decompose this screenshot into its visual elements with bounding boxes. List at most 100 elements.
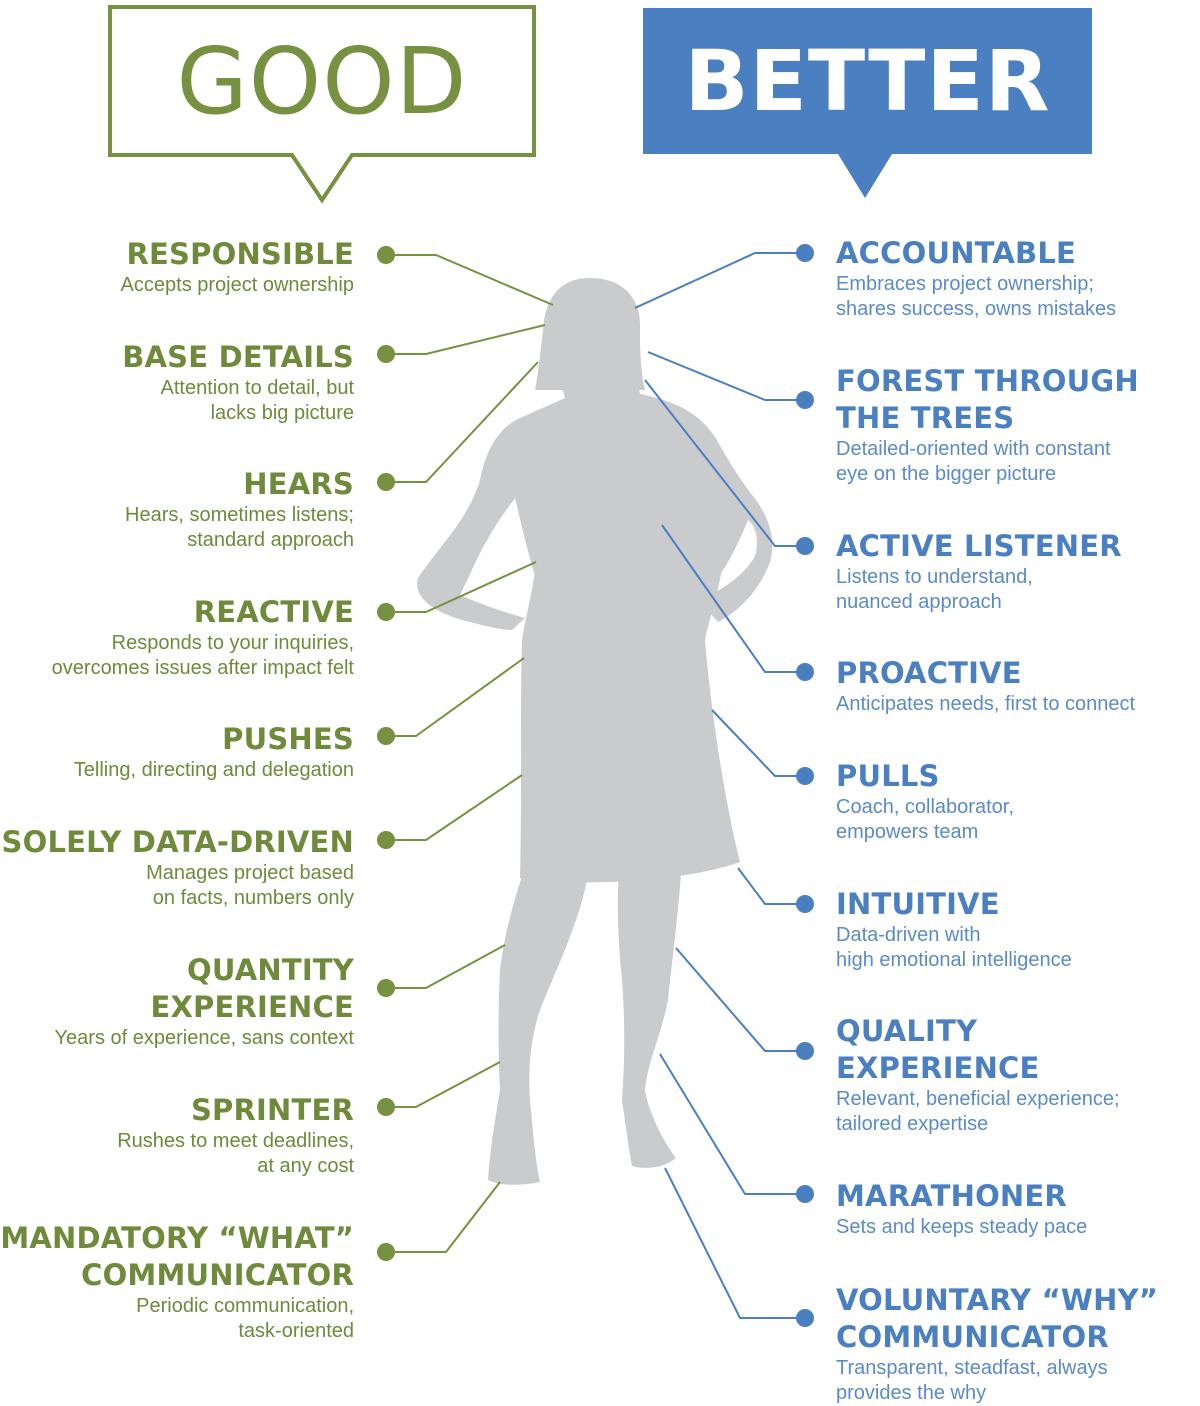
better-item-intuitive: INTUITIVE Data-driven with high emotiona… <box>836 886 1072 973</box>
better-item-proactive: PROACTIVE Anticipates needs, first to co… <box>836 655 1135 717</box>
good-item-desc: Hears, sometimes listens; <box>125 504 354 526</box>
better-item-title: PROACTIVE <box>836 656 1022 690</box>
better-item-voluntary-why-communicator: VOLUNTARY “WHY” COMMUNICATOR Transparent… <box>836 1282 1158 1406</box>
good-item-title: SPRINTER <box>190 1093 354 1127</box>
good-item-title: RESPONSIBLE <box>126 237 354 271</box>
good-item-desc: Years of experience, sans context <box>54 1027 354 1049</box>
good-header: GOOD <box>176 27 468 135</box>
good-item-desc: Responds to your inquiries, <box>111 632 354 654</box>
good-item-title: COMMUNICATOR <box>81 1258 354 1292</box>
better-item-title: MARATHONER <box>836 1179 1067 1213</box>
better-item-title: VOLUNTARY “WHY” <box>836 1283 1159 1317</box>
good-item-quantity-experience: QUANTITY EXPERIENCE Years of experience,… <box>55 952 354 1051</box>
good-item-mandatory-what-communicator: MANDATORY “WHAT” COMMUNICATOR Periodic c… <box>0 1220 354 1344</box>
good-item-responsible: RESPONSIBLE Accepts project ownership <box>121 236 354 298</box>
connector-accountable <box>634 252 805 309</box>
better-item-quality-experience: QUALITY EXPERIENCE Relevant, beneficial … <box>836 1013 1120 1137</box>
better-item-title: THE TREES <box>836 401 1015 435</box>
good-item-title: MANDATORY “WHAT” <box>0 1221 354 1255</box>
good-item-desc: lacks big picture <box>210 402 354 424</box>
better-item-accountable: ACCOUNTABLE Embraces project ownership; … <box>836 235 1116 322</box>
better-item-desc: provides the why <box>836 1382 987 1404</box>
better-item-desc: Sets and keeps steady pace <box>836 1216 1088 1238</box>
good-item-title: EXPERIENCE <box>150 990 354 1024</box>
better-item-desc: Anticipates needs, first to connect <box>836 693 1136 715</box>
good-connector-lines <box>386 254 554 1253</box>
good-item-desc: Manages project based <box>146 862 354 884</box>
better-item-title: ACTIVE LISTENER <box>836 529 1122 563</box>
better-item-desc: empowers team <box>836 821 979 843</box>
good-connector-dots <box>377 246 395 1261</box>
good-item-desc: at any cost <box>257 1155 354 1177</box>
good-item-title: HEARS <box>243 467 354 501</box>
better-item-desc: Listens to understand, <box>836 566 1033 588</box>
better-item-desc: tailored expertise <box>836 1113 989 1135</box>
better-item-title: QUALITY <box>836 1014 978 1048</box>
better-item-title: ACCOUNTABLE <box>836 236 1077 270</box>
better-item-desc: Detailed-oriented with constant <box>836 438 1111 460</box>
better-item-desc: Relevant, beneficial experience; <box>836 1088 1120 1110</box>
connector-base-details <box>386 324 546 355</box>
connector-reactive <box>386 561 537 613</box>
good-item-desc: Rushes to meet deadlines, <box>117 1130 354 1152</box>
good-item-desc: Telling, directing and delegation <box>73 759 354 781</box>
better-item-active-listener: ACTIVE LISTENER Listens to understand, n… <box>836 528 1122 615</box>
connector-responsible <box>386 254 554 306</box>
good-item-desc: on facts, numbers only <box>152 887 354 909</box>
good-item-title: BASE DETAILS <box>122 340 354 374</box>
connector-pulls <box>711 709 805 777</box>
better-item-title: INTUITIVE <box>836 887 1000 921</box>
good-item-desc: Periodic communication, <box>136 1295 354 1317</box>
better-item-desc: nuanced approach <box>836 591 1002 613</box>
connector-forest-through-the-trees <box>647 351 805 401</box>
better-item-title: PULLS <box>836 759 940 793</box>
better-item-desc: Embraces project ownership; <box>836 273 1094 295</box>
woman-silhouette-icon <box>417 278 773 1185</box>
good-speech-bubble <box>108 5 536 204</box>
better-header: BETTER <box>684 32 1051 130</box>
connector-quantity-experience <box>386 944 506 989</box>
connector-pushes <box>386 657 525 737</box>
connector-active-listener <box>644 379 805 547</box>
connector-sprinter <box>386 1061 501 1108</box>
good-item-title: QUANTITY <box>187 953 354 987</box>
good-item-title: REACTIVE <box>193 595 354 629</box>
good-item-desc: Accepts project ownership <box>120 274 354 296</box>
better-item-desc: Coach, collaborator, <box>836 796 1014 818</box>
better-speech-bubble <box>643 8 1092 198</box>
better-item-pulls: PULLS Coach, collaborator, empowers team <box>836 758 1014 845</box>
better-item-title: EXPERIENCE <box>836 1051 1040 1085</box>
good-item-solely-data-driven: SOLELY DATA-DRIVEN Manages project based… <box>2 824 354 911</box>
good-item-base-details: BASE DETAILS Attention to detail, but la… <box>122 339 354 426</box>
better-item-forest-through-the-trees: FOREST THROUGH THE TREES Detailed-orient… <box>836 363 1139 487</box>
good-item-title: PUSHES <box>222 722 354 756</box>
good-item-title: SOLELY DATA-DRIVEN <box>1 825 354 859</box>
good-item-desc: standard approach <box>187 529 354 551</box>
connector-quality-experience <box>675 947 805 1052</box>
better-connector-lines <box>634 252 805 1319</box>
good-item-pushes: PUSHES Telling, directing and delegation <box>74 721 354 783</box>
better-item-marathoner: MARATHONER Sets and keeps steady pace <box>836 1178 1087 1240</box>
good-item-sprinter: SPRINTER Rushes to meet deadlines, at an… <box>117 1092 354 1179</box>
better-item-desc: shares success, owns mistakes <box>836 298 1117 320</box>
better-item-desc: Data-driven with <box>836 924 981 946</box>
connector-hears <box>386 361 539 483</box>
connector-mandatory-communicator <box>386 1181 501 1253</box>
connector-voluntary-communicator <box>664 1167 805 1319</box>
better-item-title: FOREST THROUGH <box>836 364 1139 398</box>
connector-marathoner <box>659 1053 805 1195</box>
better-item-desc: eye on the bigger picture <box>836 463 1057 485</box>
better-item-title: COMMUNICATOR <box>836 1320 1109 1354</box>
good-item-reactive: REACTIVE Responds to your inquiries, ove… <box>52 594 354 681</box>
better-connector-dots <box>796 244 814 1327</box>
good-item-desc: task-oriented <box>238 1320 354 1342</box>
connector-proactive <box>661 524 805 673</box>
better-item-desc: high emotional intelligence <box>836 949 1072 971</box>
good-item-hears: HEARS Hears, sometimes listens; standard… <box>125 466 354 553</box>
better-item-desc: Transparent, steadfast, always <box>836 1357 1108 1379</box>
connector-intuitive <box>737 867 805 905</box>
good-item-desc: Attention to detail, but <box>160 377 354 399</box>
connector-solely-data-driven <box>386 774 523 841</box>
good-item-desc: overcomes issues after impact felt <box>51 657 354 679</box>
